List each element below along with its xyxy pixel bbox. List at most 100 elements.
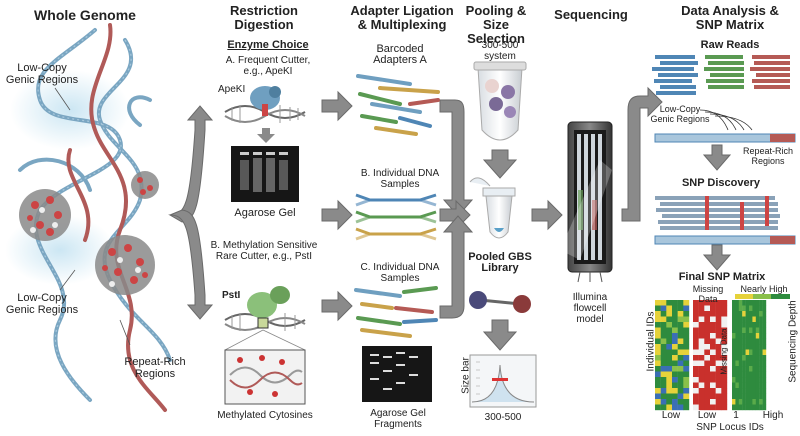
matrix-cell-missing <box>721 311 728 317</box>
matrix-cell-genotype <box>655 344 661 350</box>
label-low-1: Low <box>661 410 681 421</box>
matrix-cell-depth <box>735 360 739 367</box>
matrix-cell-genotype <box>683 316 690 323</box>
label-repeat-rich: Repeat-Rich Regions <box>124 356 186 380</box>
matrix-cell-depth <box>742 382 746 389</box>
matrix-cell-depth <box>735 338 739 345</box>
matrix-cell-depth <box>752 300 756 306</box>
matrix-cell-missing <box>698 382 705 389</box>
matrix-cell-genotype <box>666 333 673 339</box>
matrix-cell-missing <box>715 366 722 372</box>
matrix-cell-depth <box>759 327 763 334</box>
matrix-cell-missing <box>704 382 711 389</box>
matrix-cell-genotype <box>660 349 667 356</box>
matrix-cell-depth <box>752 311 756 317</box>
matrix-cell-depth <box>752 371 756 378</box>
matrix-cell-depth <box>749 371 753 378</box>
matrix-cell-depth <box>762 311 767 317</box>
matrix-cell-missing <box>710 366 716 372</box>
matrix-cell-depth <box>762 355 767 361</box>
matrix-cell-depth <box>755 305 760 312</box>
matrix-cell-missing <box>710 360 716 367</box>
matrix-cell-depth <box>749 311 753 317</box>
matrix-cell-missing <box>715 399 722 405</box>
matrix-cell-genotype <box>672 338 678 345</box>
matrix-cell-depth <box>762 305 767 312</box>
matrix-cell-missing <box>721 404 728 411</box>
matrix-cell-depth <box>755 393 760 400</box>
matrix-cell-depth <box>762 393 767 400</box>
matrix-cell-genotype <box>666 404 673 411</box>
matrix-cell-missing <box>693 344 699 350</box>
matrix-cell-genotype <box>677 322 684 328</box>
matrix-cell-missing <box>710 349 716 356</box>
matrix-cell-missing <box>704 349 711 356</box>
matrix-cell-depth <box>742 305 746 312</box>
matrix-cell-genotype <box>677 366 684 372</box>
matrix-cell-depth <box>749 344 753 350</box>
matrix-cell-depth <box>762 371 767 378</box>
matrix-cell-missing <box>693 300 699 306</box>
label-pooled-library: Pooled GBS Library <box>468 251 532 274</box>
matrix-cell-depth <box>755 322 760 328</box>
matrix-cell-depth <box>749 316 753 323</box>
matrix-cell-genotype <box>677 399 684 405</box>
matrix-cell-genotype <box>683 338 690 345</box>
header-sequencing: Sequencing <box>554 7 628 22</box>
matrix-cell-depth <box>759 393 763 400</box>
matrix-cell-genotype <box>677 355 684 361</box>
matrix-cell-genotype <box>660 377 667 383</box>
header-whole-genome: Whole Genome <box>34 7 136 23</box>
label-enzyme-choice: Enzyme Choice <box>227 39 309 51</box>
matrix-cell-depth <box>759 355 763 361</box>
matrix-cell-depth <box>745 388 750 394</box>
matrix-cell-depth <box>755 388 760 394</box>
matrix-cell-genotype <box>677 388 684 394</box>
matrix-cell-missing <box>704 399 711 405</box>
matrix-cell-missing <box>715 311 722 317</box>
matrix-cell-depth <box>759 360 763 367</box>
matrix-cell-depth <box>752 305 756 312</box>
matrix-cell-missing <box>715 333 722 339</box>
matrix-cell-depth <box>735 322 739 328</box>
matrix-cell-missing <box>710 388 716 394</box>
matrix-cell-genotype <box>683 300 690 306</box>
matrix-cell-depth <box>735 305 739 312</box>
matrix-cell-missing <box>693 349 699 356</box>
matrix-cell-genotype <box>677 338 684 345</box>
matrix-cell-genotype <box>683 371 690 378</box>
matrix-cell-depth <box>738 366 743 372</box>
matrix-cell-missing <box>710 355 716 361</box>
matrix-cell-missing <box>721 393 728 400</box>
matrix-cell-genotype <box>683 355 690 361</box>
chromatin-cluster-1 <box>19 189 71 241</box>
matrix-cell-depth <box>745 305 750 312</box>
matrix-cell-depth <box>742 327 746 334</box>
matrix-cell-depth <box>735 327 739 334</box>
label-raw-reads: Raw Reads <box>700 39 760 51</box>
matrix-cell-depth <box>762 327 767 334</box>
matrix-cell-genotype <box>655 311 661 317</box>
matrix-cell-missing <box>715 322 722 328</box>
matrix-cell-missing <box>721 327 728 334</box>
matrix-cell-depth <box>752 322 756 328</box>
matrix-cell-genotype <box>677 382 684 389</box>
matrix-cell-depth <box>738 360 743 367</box>
matrix-cell-depth <box>749 377 753 383</box>
matrix-cell-genotype <box>677 360 684 367</box>
matrix-cell-depth <box>732 399 736 405</box>
matrix-cell-depth <box>749 382 753 389</box>
matrix-cell-missing <box>698 311 705 317</box>
matrix-cell-genotype <box>683 305 690 312</box>
matrix-cell-genotype <box>660 311 667 317</box>
matrix-cell-missing <box>704 327 711 334</box>
matrix-cell-genotype <box>666 360 673 367</box>
matrix-cell-genotype <box>672 327 678 334</box>
label-high: High <box>762 410 784 421</box>
matrix-cell-genotype <box>660 360 667 367</box>
matrix-cell-depth <box>745 366 750 372</box>
matrix-cell-missing <box>693 333 699 339</box>
matrix-cell-genotype <box>683 382 690 389</box>
label-low-copy-top: Low-Copy Genic Regions <box>5 62 79 86</box>
matrix-cell-depth <box>762 333 767 339</box>
